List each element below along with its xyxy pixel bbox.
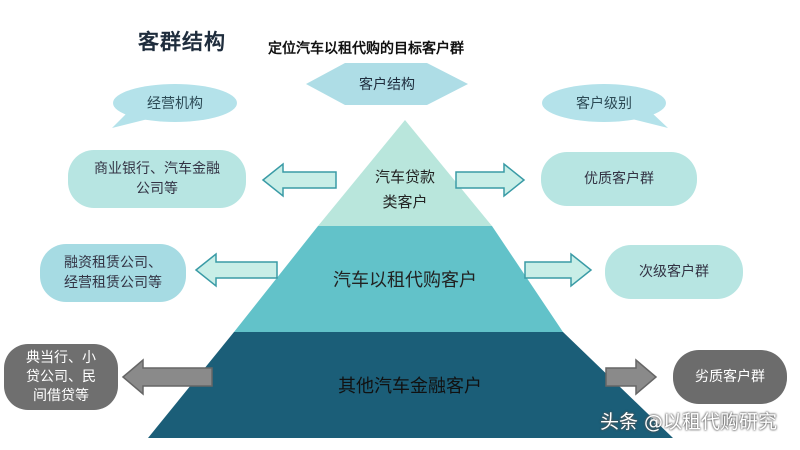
left-arrow-3 xyxy=(121,358,213,396)
header-arrow-shape xyxy=(306,63,468,105)
right-bubble-label: 客户级别 xyxy=(576,96,632,112)
diagram-heading: 客群结构 xyxy=(138,30,226,54)
right-arrow-2 xyxy=(524,252,593,288)
left-box-2-line-2: 经营租赁公司等 xyxy=(64,275,162,291)
watermark-text: 头条 @以租代购研究 xyxy=(600,411,778,433)
left-box-1-line-1: 商业银行、汽车金融 xyxy=(94,161,220,177)
right-box-2: 次级客户群 xyxy=(605,245,743,299)
pyramid-tier-bottom xyxy=(148,332,673,438)
header-arrow-label: 客户结构 xyxy=(359,77,415,93)
right-arrow-1 xyxy=(455,162,526,198)
left-arrow-2 xyxy=(194,252,278,288)
right-speech-bubble xyxy=(542,84,668,128)
left-speech-bubble xyxy=(112,84,237,128)
pyramid-tier-middle-label: 汽车以租代购客户 xyxy=(333,270,477,291)
pyramid-tier-bottom-label: 其他汽车金融客户 xyxy=(338,376,482,397)
pyramid-tier-top xyxy=(318,120,492,226)
left-box-3: 典当行、小 贷公司、民 间借贷等 xyxy=(4,344,118,410)
left-box-1-line-2: 公司等 xyxy=(136,181,178,197)
pyramid-tier-middle xyxy=(234,226,563,332)
tier-top-line-1: 汽车贷款 xyxy=(374,168,435,186)
left-box-2: 融资租赁公司、 经营租赁公司等 xyxy=(40,244,186,302)
left-box-3-line-2: 贷公司、民 xyxy=(26,368,96,385)
pyramid-tier-top-label: 汽车贷款 类客户 xyxy=(345,162,465,218)
left-box-1: 商业银行、汽车金融 公司等 xyxy=(68,150,246,208)
left-bubble-label: 经营机构 xyxy=(147,96,203,112)
diagram-subtitle: 定位汽车以租代购的目标客户群 xyxy=(268,41,464,57)
left-box-3-line-3: 间借贷等 xyxy=(33,387,89,404)
left-box-3-line-1: 典当行、小 xyxy=(26,349,96,366)
tier-top-line-2: 类客户 xyxy=(382,193,428,211)
left-arrow-1 xyxy=(261,162,337,198)
right-box-3: 劣质客户群 xyxy=(673,350,787,404)
left-box-2-line-1: 融资租赁公司、 xyxy=(64,255,162,271)
right-arrow-3 xyxy=(605,358,658,396)
right-box-1: 优质客户群 xyxy=(541,152,697,206)
watermark-ghost-text: 以租代购研究 xyxy=(648,408,745,427)
